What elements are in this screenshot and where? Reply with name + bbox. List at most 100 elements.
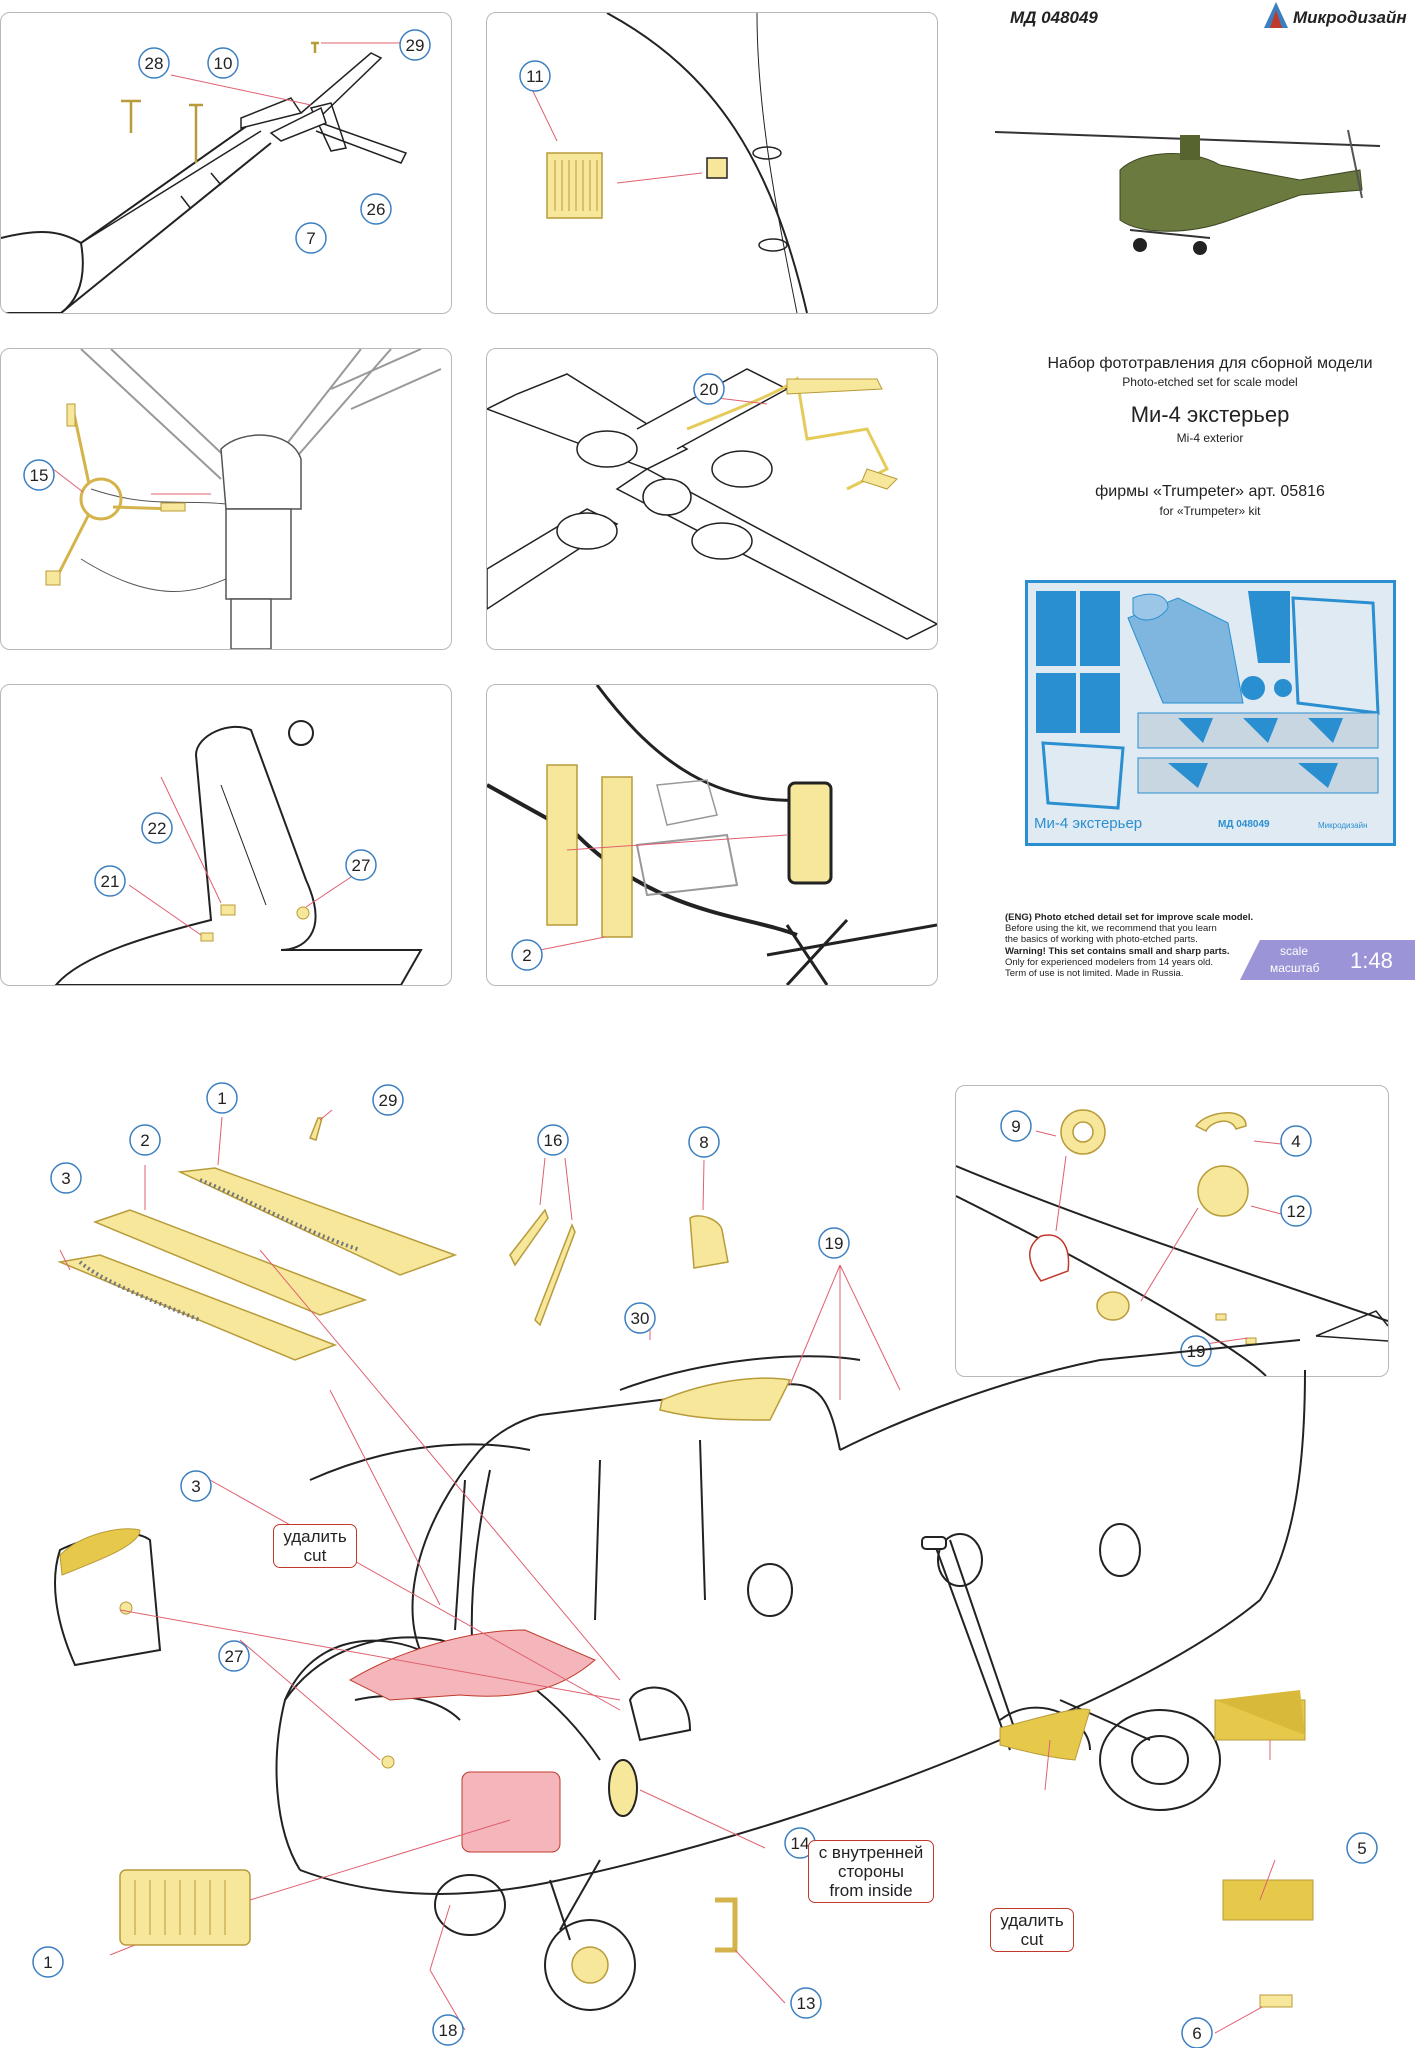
title-line1-ru: Набор фототравления для сборной модели [1047, 355, 1373, 372]
tail-fin-drawing [54, 720, 423, 985]
note-line-4: Warning! This set contains small and sha… [1005, 945, 1230, 957]
callout-12: 12 [1280, 1195, 1312, 1227]
callout-4: 4 [1280, 1125, 1312, 1157]
cut-area-side [461, 1771, 561, 1853]
note-line-6: Term of use is not limited. Made in Russ… [1005, 968, 1184, 980]
callout-21: 21 [94, 865, 126, 897]
callout-27-main: 27 [218, 1640, 250, 1672]
scale-label-en: scale [1280, 944, 1309, 958]
notes: (ENG) Photo etched detail set for improv… [1005, 912, 1275, 979]
model-name-ru: Ми-4 экстерьер [1130, 402, 1290, 427]
label-9: 9 [1011, 1117, 1020, 1136]
top-panel-parts [57, 1167, 458, 1361]
label-27a: 27 [225, 1647, 244, 1666]
label-1a: 1 [217, 1089, 226, 1108]
callout-30: 30 [624, 1302, 656, 1334]
callout-6: 6 [1181, 2017, 1213, 2048]
callout-13: 13 [790, 1987, 822, 2019]
note-line-1: (ENG) Photo etched detail set for improv… [1005, 912, 1254, 923]
cut-label-top-en: cut [303, 1546, 327, 1565]
label-8: 8 [699, 1133, 708, 1152]
vent-grille-callouts: 11 [519, 60, 551, 92]
label-11: 11 [526, 67, 544, 86]
kit-ru: фирмы «Trumpeter» арт. 05816 [1095, 483, 1325, 500]
note-line-5: Only for experienced modelers from 14 ye… [1005, 956, 1214, 968]
label-29a: 29 [379, 1091, 398, 1110]
label-3a: 3 [61, 1169, 70, 1188]
label-6: 6 [1192, 2024, 1201, 2043]
part-13 [715, 1897, 738, 1953]
inside-label-ru1: с внутренней [818, 1843, 924, 1862]
stabilizer-drawing [487, 368, 937, 640]
callout-1-bottom: 1 [32, 1946, 64, 1978]
cut-label-top: удалить cut [273, 1524, 357, 1568]
label-13: 13 [797, 1994, 816, 2013]
cut-label-bottom: удалить cut [990, 1908, 1074, 1952]
panel-side-strips: 2 [486, 684, 938, 986]
scale-value: 1:48 [1350, 948, 1393, 973]
callout-26: 26 [360, 193, 392, 225]
callout-14: 14 [784, 1827, 816, 1859]
scale-label-ru: масштаб [1270, 961, 1320, 975]
callout-22: 22 [141, 812, 173, 844]
helicopter-photo [994, 129, 1381, 255]
mesh-part-5-bottom [1222, 1879, 1314, 1921]
fret-brand: Микродизайн [1318, 821, 1368, 830]
stabilizer-callouts: 20 [693, 373, 725, 405]
part-8 [689, 1215, 729, 1269]
fret-code: МД 048049 [1218, 819, 1270, 830]
panel-stabilizer: 20 [486, 348, 938, 650]
callout-28: 28 [138, 47, 170, 79]
set-code: МД 048049 [1010, 8, 1098, 27]
label-30: 30 [631, 1309, 650, 1328]
brand-name: Микродизайн [1293, 8, 1407, 27]
cut-area-top [348, 1629, 596, 1701]
cut-label-bottom-ru: удалить [1000, 1911, 1064, 1930]
nacelle-detail-callouts: 9 4 12 19 [1000, 1110, 1312, 1367]
inside-label: с внутренней стороны from inside [808, 1840, 934, 1903]
label-15: 15 [30, 466, 49, 485]
part-6 [1259, 1994, 1293, 2008]
fret-image: Ми-4 экстерьер МД 048049 Микродизайн [1025, 580, 1396, 846]
main-callouts: 1 2 3 29 16 8 19 30 3 27 1 18 14 13 5 6 [32, 1082, 1378, 2048]
inside-label-ru2: стороны [837, 1862, 905, 1881]
callout-5: 5 [1346, 1832, 1378, 1864]
cut-label-bottom-en: cut [1020, 1930, 1044, 1949]
label-5: 5 [1357, 1839, 1366, 1858]
label-7: 7 [306, 229, 315, 248]
callout-15: 15 [23, 459, 55, 491]
tail-boom-callouts: 28 10 29 26 7 [138, 29, 431, 254]
side-strips-callouts: 2 [511, 939, 543, 971]
part-14 [608, 1759, 638, 1817]
tail-fin-callouts: 22 21 27 [94, 812, 377, 897]
panel-tail-fin: 22 21 27 [0, 684, 452, 986]
label-29: 29 [406, 36, 425, 55]
label-18: 18 [439, 2021, 458, 2040]
panel-tail-boom: 28 10 29 26 7 [0, 12, 452, 314]
callout-20: 20 [693, 373, 725, 405]
label-12: 12 [1287, 1202, 1306, 1221]
panel-vent-grille: 11 [486, 12, 938, 314]
callout-3-nose: 3 [180, 1470, 212, 1502]
callout-27-fin: 27 [345, 849, 377, 881]
label-26: 26 [367, 200, 386, 219]
note-line-2: Before using the kit, we recommend that … [1005, 923, 1217, 935]
label-14: 14 [791, 1834, 810, 1853]
grille-part-1 [119, 1869, 251, 1946]
callout-2-top: 2 [129, 1124, 161, 1156]
label-19a: 19 [825, 1234, 844, 1253]
leader-lines [59, 1109, 1276, 2034]
model-name-en: Mi-4 exterior [1176, 431, 1244, 445]
label-19: 19 [1187, 1342, 1206, 1361]
callout-8: 8 [688, 1126, 720, 1158]
callout-11: 11 [519, 60, 551, 92]
brand-logo-icon [1264, 2, 1288, 28]
cut-label-top-ru: удалить [283, 1527, 347, 1546]
kit-en: for «Trumpeter» kit [1159, 504, 1261, 518]
rotor-hub-drawing [45, 349, 442, 649]
inside-label-en: from inside [829, 1881, 913, 1900]
callout-10: 10 [207, 47, 239, 79]
label-1b: 1 [43, 1953, 52, 1972]
part-30 [659, 1377, 792, 1421]
